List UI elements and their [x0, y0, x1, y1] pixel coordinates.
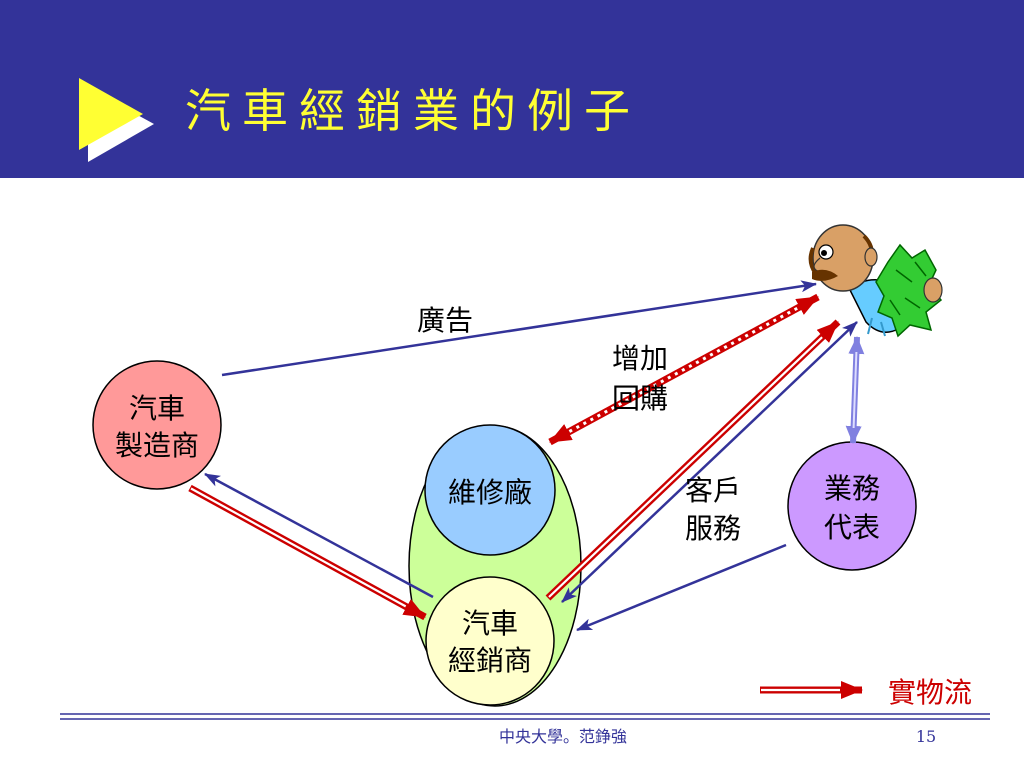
sales-rep-to-dealer-arrow [576, 543, 787, 632]
dealer-label-line1: 汽車 [462, 607, 518, 640]
physical-arrow-inner [190, 487, 407, 608]
manufacturer-label-line1: 汽車 [129, 392, 185, 425]
repurchase-arrow-dots [568, 306, 800, 433]
legend: 實物流 [760, 676, 972, 709]
repurchase-label-line2: 回購 [612, 382, 668, 415]
manufacturer-node [92, 360, 222, 490]
sales-rep-label-line2: 代表 [824, 511, 880, 544]
sales-rep-label-line1: 業務 [824, 472, 880, 505]
header-band [0, 0, 1024, 178]
repurchase-arrow [548, 293, 820, 446]
repair-shop-node [424, 424, 556, 556]
dealer-node [425, 576, 555, 706]
advertising-label: 廣告 [417, 304, 473, 337]
customer-service-label-line1: 客戶 [685, 474, 741, 507]
sales-rep-customer-arrow-inner [852, 351, 858, 429]
customer-with-money-icon [808, 224, 943, 338]
physical-arrow-inner [548, 336, 823, 598]
advertising-arrow [221, 280, 817, 377]
footer-text: 中央大學。范錚強 [499, 727, 627, 746]
sales-rep-node [787, 441, 917, 571]
page-number: 15 [916, 727, 936, 746]
legend-physical-flow-label: 實物流 [888, 676, 972, 709]
manufacturer-to-dealer-physical-arrow [188, 484, 427, 621]
right-triangle-bullet-icon [79, 78, 154, 162]
dealer-label-line2: 經銷商 [448, 644, 532, 677]
repair-shop-label: 維修廠 [448, 476, 532, 509]
repurchase-label-line1: 增加 [612, 342, 668, 375]
slide-title: 汽車經銷業的例子 [185, 84, 641, 138]
sales-rep-customer-arrow [845, 336, 865, 444]
customer-service-label-line2: 服務 [685, 512, 741, 545]
dealer-to-manufacturer-arrow [204, 472, 434, 599]
manufacturer-label-line2: 製造商 [115, 429, 199, 462]
